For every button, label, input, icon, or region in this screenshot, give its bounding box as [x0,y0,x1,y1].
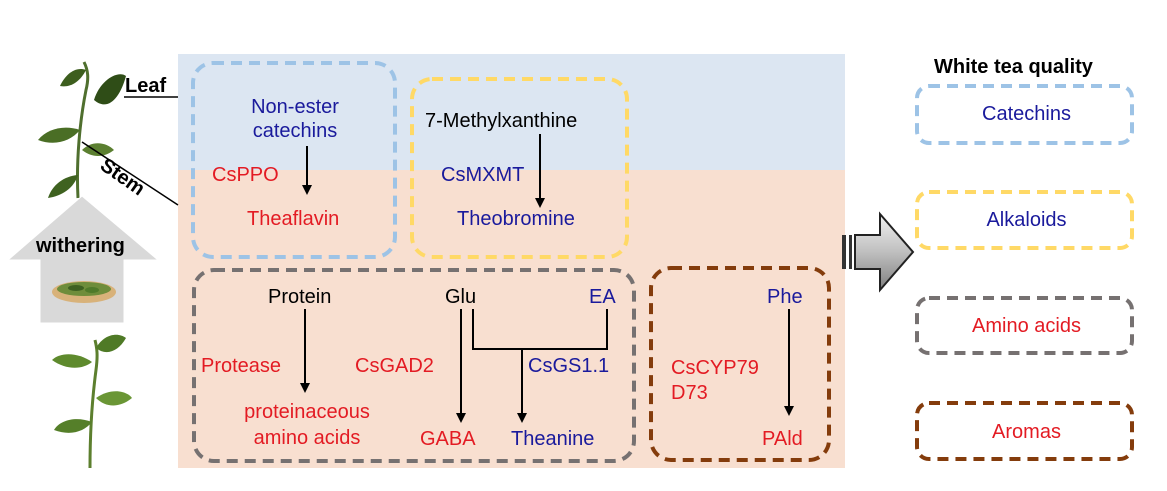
catechins-box [191,61,397,259]
quality-title: White tea quality [934,56,1093,78]
protease-label: Protease [201,355,282,377]
withering-arrow [6,195,160,324]
cs-ppo-label: CsPPO [212,164,279,186]
amino-acids-box [192,268,636,463]
quality-item-amino-acids: Amino acids [972,315,1081,337]
theobromine-label: Theobromine [457,208,575,230]
theaflavin-label: Theaflavin [247,208,340,230]
leaf-label: Leaf [125,75,167,97]
glu-label: Glu [445,286,477,308]
withering-tray-illustration [52,281,116,303]
cs-cyp79d73-label: CsCYP79 D73 [671,357,759,404]
quality-item-catechins: Catechins [982,103,1071,125]
leaf-band [178,54,845,170]
quality-box-alkaloids [915,190,1134,250]
cs-mxmt-label: CsMXMT [441,164,525,186]
non-ester-catechins-label: Non-ester catechins [251,96,339,142]
quality-box-amino-acids [915,296,1134,355]
fresh-tea-shoot-illustration [38,61,126,199]
withering-label: withering [36,235,125,257]
alkaloids-box [410,77,629,259]
stem-pointer-line [81,141,179,206]
withered-tea-shoot-illustration [52,334,132,469]
theanine-label: Theanine [511,428,595,450]
gaba-label: GABA [420,428,476,450]
protein-label: Protein [268,286,332,308]
glu-ea-bracket [472,309,608,350]
quality-box-aromas [915,401,1134,461]
pald-label: PAld [762,428,803,450]
methylxanthine-label: 7-Methylxanthine [425,110,578,132]
ea-label: EA [589,286,616,308]
proteinaceous-amino-acids-label: proteinaceous amino acids [244,401,370,449]
aromas-box [649,266,831,462]
phe-label: Phe [767,286,803,308]
cs-gs1-label: CsGS1.1 [528,355,610,377]
stem-band [178,170,845,468]
quality-item-aromas: Aromas [992,421,1061,443]
quality-item-alkaloids: Alkaloids [986,209,1067,231]
quality-box-catechins [915,84,1134,145]
cs-gad2-label: CsGAD2 [355,355,434,377]
big-right-arrow [842,211,915,293]
